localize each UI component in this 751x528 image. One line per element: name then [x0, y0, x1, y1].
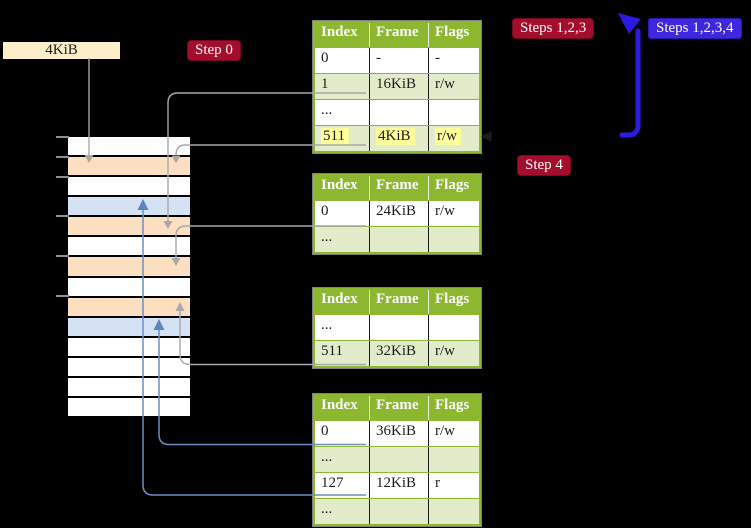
table-cell: r/w [428, 126, 479, 151]
memory-frame-row-orange [68, 155, 190, 176]
memory-frame-row-white [68, 335, 190, 356]
table-cell: 12KiB [369, 473, 428, 498]
step4-badge: Step 4 [517, 155, 571, 176]
table-cell: r/w [428, 421, 479, 446]
frame-size-label: 4KiB [3, 42, 120, 59]
memory-frame-row-white [68, 396, 190, 417]
table-cell: r/w [428, 201, 479, 226]
table-cell [369, 499, 428, 524]
table-cell [428, 447, 479, 472]
table-row: ... [315, 446, 479, 472]
memory-frame-row-white [68, 355, 190, 376]
column-header: Frame [369, 396, 428, 420]
memory-tick [56, 295, 69, 297]
column-header: Frame [369, 23, 428, 47]
column-header: Flags [428, 396, 479, 420]
table-cell [369, 315, 428, 340]
memory-frame-row-white [68, 175, 190, 196]
memory-tick [56, 255, 69, 257]
table-cell: - [428, 48, 479, 73]
memory-frame-row-white [68, 275, 190, 296]
table-cell: 36KiB [369, 421, 428, 446]
column-header: Flags [428, 290, 479, 314]
memory-frame-row-blue [68, 315, 190, 336]
memory-frame-row-orange [68, 255, 190, 276]
table-cell [369, 100, 428, 125]
table-cell [428, 227, 479, 252]
table-cell: 1 [321, 76, 329, 92]
table-cell: 0 [321, 423, 329, 439]
table1-pointer-arrowhead-icon [481, 131, 492, 142]
table-cell: 4KiB [369, 126, 428, 151]
steps1234-badge: Steps 1,2,3,4 [648, 18, 742, 39]
column-header: Index [321, 24, 358, 40]
translation-loop-arrow-icon [618, 13, 641, 138]
table-cell: ... [321, 102, 333, 118]
column-header: Frame [369, 176, 428, 200]
table-cell: r [428, 473, 479, 498]
highlighted-value: r/w [435, 128, 461, 145]
table-cell: ... [321, 229, 333, 245]
table-cell: ... [321, 449, 333, 465]
physical-memory-column [68, 137, 190, 417]
memory-frame-row-orange [68, 215, 190, 236]
column-header: Index [321, 291, 358, 307]
table-cell: 127 [321, 475, 344, 491]
memory-tick [56, 215, 69, 217]
memory-tick [56, 136, 69, 138]
highlighted-value: 511 [321, 128, 349, 145]
memory-frame-row-white [68, 137, 190, 156]
memory-frame-row-white [68, 375, 190, 397]
table-cell: 16KiB [369, 74, 428, 99]
table-cell [428, 315, 479, 340]
table-cell [369, 447, 428, 472]
table-cell: r/w [428, 341, 479, 366]
table-cell: ... [321, 317, 333, 333]
memory-tick [56, 176, 69, 178]
table-cell: 24KiB [369, 201, 428, 226]
table-cell [369, 227, 428, 252]
table-cell: ... [321, 501, 333, 517]
table-cell: 511 [321, 343, 343, 359]
table-cell: r/w [428, 74, 479, 99]
table-cell: 511 [315, 126, 369, 151]
table-row: ... [315, 498, 479, 524]
table-row: 511 4KiB r/w [315, 125, 479, 151]
table-row: ... [315, 314, 479, 340]
memory-frame-row-orange [68, 295, 190, 316]
column-header: Index [321, 397, 358, 413]
step0-badge: Step 0 [187, 40, 241, 61]
table-row: ... [315, 99, 479, 125]
table-row: 0 -- [315, 47, 479, 73]
highlighted-value: 4KiB [376, 128, 415, 145]
memory-frame-row-blue [68, 195, 190, 216]
memory-tick [56, 156, 69, 158]
memory-frame-row-white [68, 235, 190, 256]
table-cell: - [369, 48, 428, 73]
column-header: Flags [428, 176, 479, 200]
table-cell [428, 499, 479, 524]
table-row: ... [315, 226, 479, 252]
steps123-badge: Steps 1,2,3 [512, 18, 595, 39]
table-cell: 32KiB [369, 341, 428, 366]
table-cell [428, 100, 479, 125]
column-header: Frame [369, 290, 428, 314]
column-header: Index [321, 177, 358, 193]
table-cell: 0 [321, 203, 329, 219]
column-header: Flags [428, 23, 479, 47]
table-cell: 0 [321, 50, 329, 66]
